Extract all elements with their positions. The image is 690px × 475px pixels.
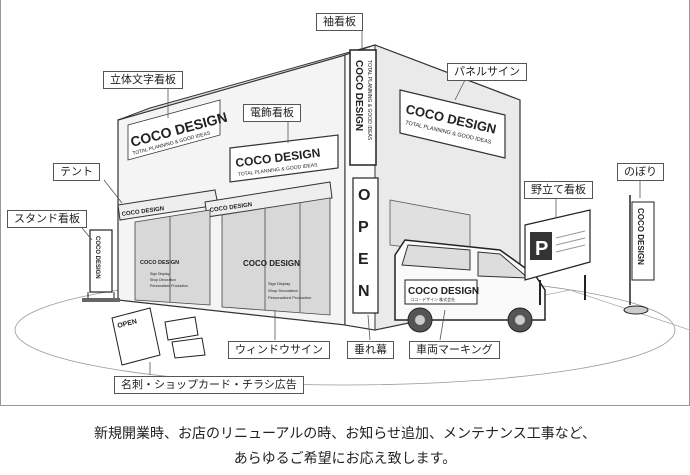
window-right-brand: COCO DESIGN bbox=[243, 259, 300, 268]
nobori-flag: COCO DESIGN bbox=[624, 195, 654, 314]
projecting-sign: COCO DESIGN TOTAL PLANNING & GOOD IDEAS bbox=[350, 50, 376, 165]
van-subline: ココ・デザイン 株式会社 bbox=[410, 296, 455, 302]
hanging-banner: O P E N bbox=[353, 178, 378, 313]
window-right-line-2: Shop Decoration bbox=[268, 288, 298, 293]
window-left: COCO DESIGN Sign Display Shop Decoration… bbox=[135, 210, 210, 305]
nobori-brand: COCO DESIGN bbox=[636, 208, 645, 265]
callout-window-sign: ウィンドウサイン bbox=[228, 341, 330, 359]
storefront-illustration: COCO DESIGN TOTAL PLANNING & GOOD IDEAS … bbox=[0, 0, 690, 410]
callout-panel-sign: パネルサイン bbox=[447, 63, 527, 81]
banner-letter-3: E bbox=[358, 251, 369, 268]
callout-vehicle-marking: 車両マーキング bbox=[409, 341, 500, 359]
window-left-line-1: Sign Display bbox=[150, 272, 170, 276]
caption-line-1: 新規開業時、お店のリニューアルの時、お知らせ追加、メンテナンス工事など、 bbox=[0, 423, 690, 445]
projecting-brand: COCO DESIGN bbox=[353, 60, 364, 131]
stand-brand: COCO DESIGN bbox=[94, 236, 100, 279]
window-left-line-3: Personalized Production bbox=[150, 284, 188, 288]
parking-letter: P bbox=[535, 238, 548, 260]
window-left-brand: COCO DESIGN bbox=[140, 260, 179, 266]
callout-hanging-banner: 垂れ幕 bbox=[347, 341, 394, 359]
van-brand: COCO DESIGN bbox=[408, 286, 479, 297]
window-right-line-3: Personalized Production bbox=[268, 295, 311, 300]
caption-line-2: あらゆるご希望にお応え致します。 bbox=[0, 448, 690, 470]
callout-tent: テント bbox=[53, 163, 100, 181]
callout-nobori: のぼり bbox=[617, 163, 664, 181]
window-left-line-2: Shop Decoration bbox=[150, 278, 176, 282]
window-right: COCO DESIGN Sign Display Shop Decoration… bbox=[222, 198, 330, 315]
projecting-tagline: TOTAL PLANNING & GOOD IDEAS bbox=[366, 60, 372, 141]
banner-letter-1: O bbox=[358, 187, 370, 204]
callout-field-sign: 野立て看板 bbox=[524, 181, 593, 199]
callout-stand-sign: スタンド看板 bbox=[7, 210, 87, 228]
callout-illuminated-sign: 電飾看板 bbox=[243, 104, 301, 122]
van: COCO DESIGN ココ・デザイン 株式会社 bbox=[395, 240, 545, 332]
callout-3d-letter-sign: 立体文字看板 bbox=[103, 71, 183, 89]
callout-printed-materials: 名刺・ショップカード・チラシ広告 bbox=[114, 376, 304, 394]
banner-letter-2: P bbox=[358, 219, 369, 236]
callout-projecting-sign: 袖看板 bbox=[316, 13, 363, 31]
window-right-line-1: Sign Display bbox=[268, 281, 290, 286]
banner-letter-4: N bbox=[358, 283, 370, 300]
